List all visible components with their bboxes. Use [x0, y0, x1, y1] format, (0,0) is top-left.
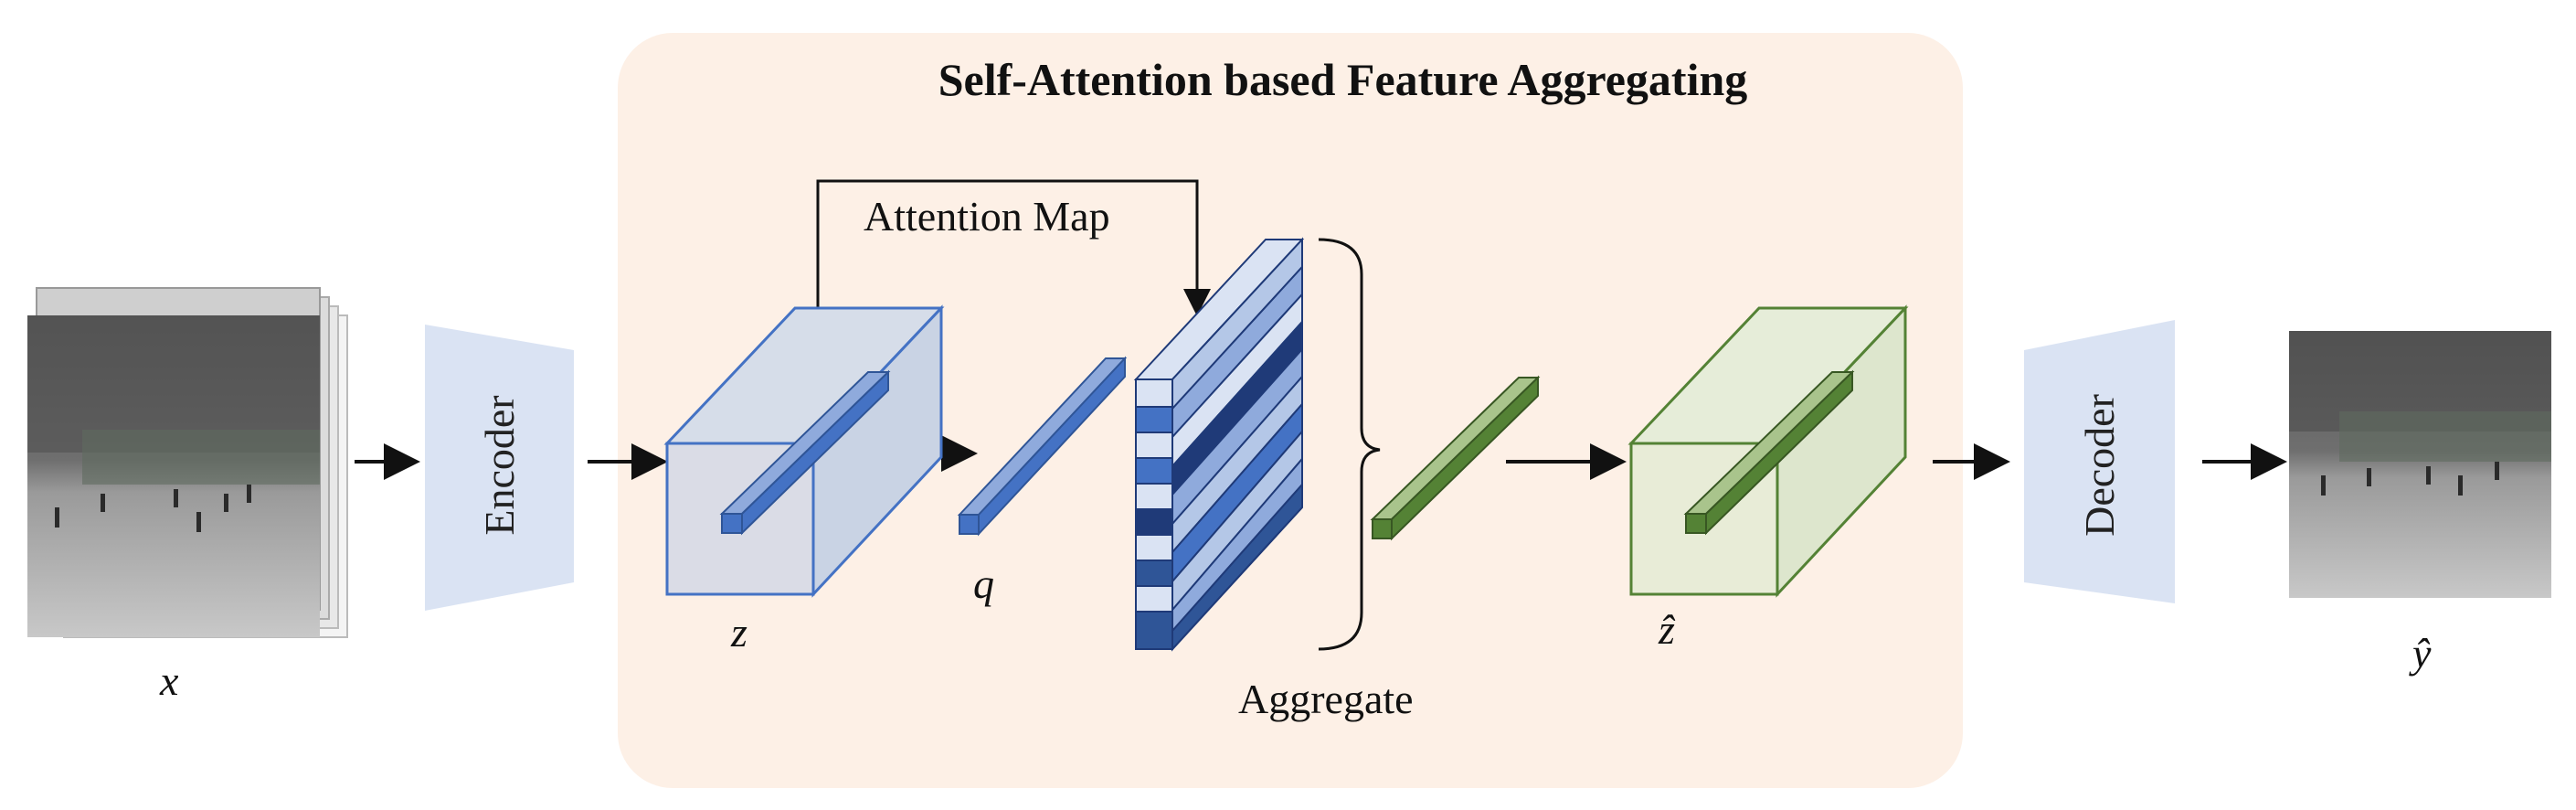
attention-map-arrow	[816, 179, 1211, 316]
input-symbol-x: x	[160, 657, 179, 704]
encoder-block	[425, 325, 574, 611]
flow-arrows	[355, 435, 2287, 480]
input-frames-icon	[27, 287, 348, 638]
feature-cube-z-hat	[1627, 304, 1909, 598]
key-value-stack	[1133, 237, 1305, 652]
attention-map-label: Attention Map	[864, 193, 1110, 240]
decoder-label: Decoder	[2076, 394, 2123, 537]
query-symbol-q: q	[973, 560, 994, 607]
encoder-label: Encoder	[476, 395, 523, 536]
feature-symbol-z: z	[731, 609, 747, 655]
output-frame-icon	[2289, 331, 2551, 598]
feature-cube-z	[663, 304, 945, 598]
aggregated-symbol-z-hat: ẑ	[1659, 606, 1675, 653]
decoder-block	[2024, 320, 2175, 603]
panel-title: Self-Attention based Feature Aggregating	[938, 54, 1748, 105]
aggregate-brace	[1318, 238, 1381, 651]
aggregate-label: Aggregate	[1238, 676, 1414, 722]
query-vector-q	[957, 356, 1128, 537]
aggregated-vector	[1370, 375, 1541, 541]
output-symbol-y-hat: ŷ	[2412, 630, 2432, 677]
